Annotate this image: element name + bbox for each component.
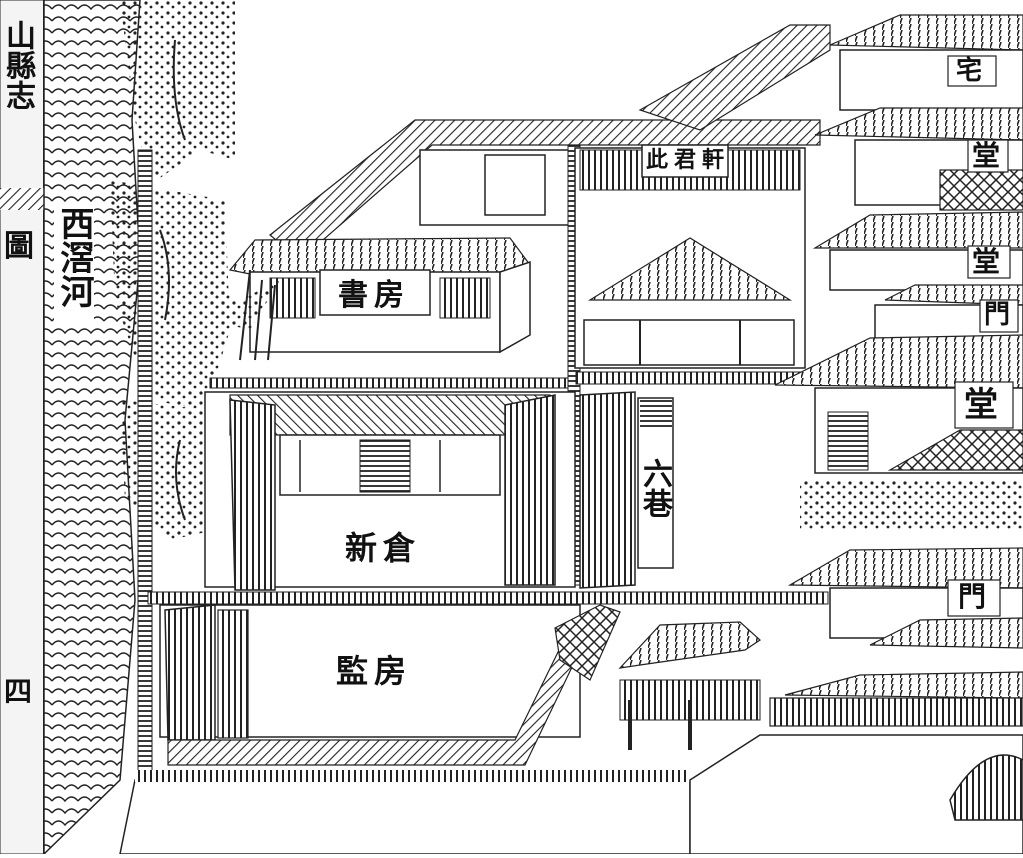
residence-label: 宅 [956, 56, 983, 86]
gate-label-1: 門 [984, 300, 1011, 330]
hall-label-1: 堂 [972, 139, 1001, 172]
warehouse-label: 新倉 [345, 529, 422, 567]
pavilion-label: 此君軒 [646, 147, 731, 173]
gate-label-2: 門 [958, 580, 987, 613]
study-label: 書房 [338, 278, 410, 313]
margin-title: 山縣志 [0, 20, 35, 110]
river-label: 西滘河 [54, 206, 94, 308]
margin-mark: 圖 [4, 229, 34, 264]
hall-label-2: 堂 [972, 245, 1001, 278]
hall-label-3: 堂 [964, 385, 998, 425]
prison-label: 監房 [336, 652, 413, 690]
side-road-label: 六巷 [637, 458, 672, 518]
margin-mark-lower: 四 [4, 675, 33, 708]
